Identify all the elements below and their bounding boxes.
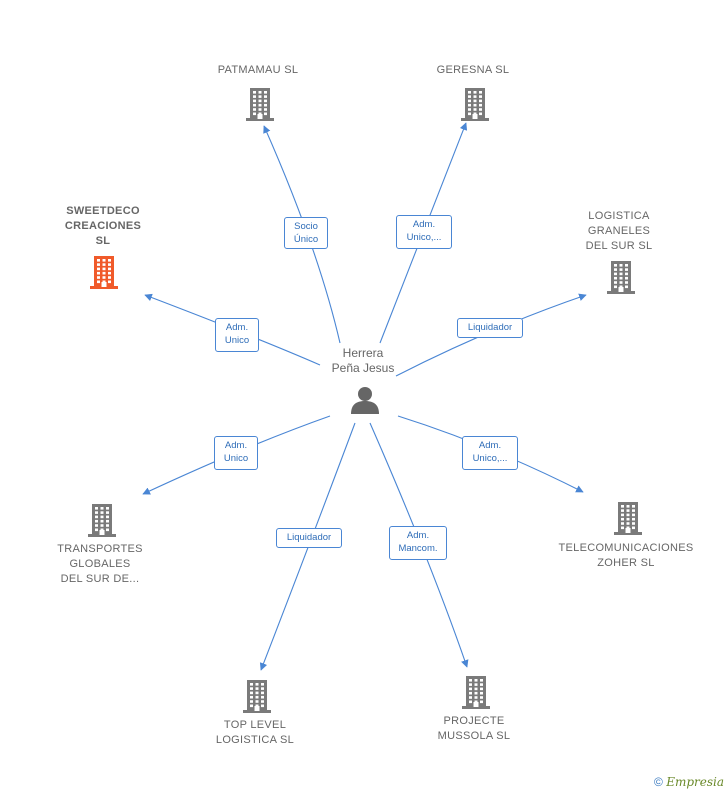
building-icon[interactable] [241, 678, 273, 714]
company-name-top-level[interactable]: TOP LEVEL LOGISTICA SL [215, 719, 295, 746]
edge-geresna [379, 122, 468, 344]
building-icon[interactable] [605, 259, 637, 295]
building-icon[interactable] [244, 86, 276, 122]
building-icon[interactable] [88, 254, 120, 290]
company-name-sweetdeco[interactable]: SWEETDECO CREACIONES SL [64, 205, 142, 247]
building-icon[interactable] [86, 502, 118, 538]
company-name-projecte[interactable]: PROJECTE MUSSOLA SL [437, 715, 511, 742]
role-label-top-level: Liquidador [276, 528, 342, 548]
role-label-patmamau: Socio Único [284, 217, 328, 249]
footer: © Empresia [654, 775, 724, 789]
company-name-geresna[interactable]: GERESNA SL [436, 64, 510, 76]
building-icon[interactable] [460, 674, 492, 710]
brand-logo[interactable]: Empresia [666, 775, 724, 789]
center-person-name[interactable]: Herrera Peña Jesus [331, 346, 395, 375]
role-label-sweetdeco: Adm. Unico [215, 318, 259, 352]
role-label-logistica-graneles: Liquidador [457, 318, 523, 338]
role-label-telecomunicaciones: Adm. Unico,... [462, 436, 518, 470]
building-icon[interactable] [612, 500, 644, 536]
company-name-telecomunicaciones[interactable]: TELECOMUNICACIONES ZOHER SL [558, 542, 694, 569]
company-name-patmamau[interactable]: PATMAMAU SL [217, 64, 299, 76]
role-label-transportes: Adm. Unico [214, 436, 258, 470]
role-label-geresna: Adm. Unico,... [396, 215, 452, 249]
person-icon[interactable] [350, 385, 380, 415]
company-name-logistica-graneles[interactable]: LOGISTICA GRANELES DEL SUR SL [585, 210, 653, 252]
copyright-icon: © [654, 775, 663, 789]
role-label-projecte: Adm. Mancom. [389, 526, 447, 560]
building-icon[interactable] [459, 86, 491, 122]
company-name-transportes[interactable]: TRANSPORTES GLOBALES DEL SUR DE... [57, 543, 143, 585]
